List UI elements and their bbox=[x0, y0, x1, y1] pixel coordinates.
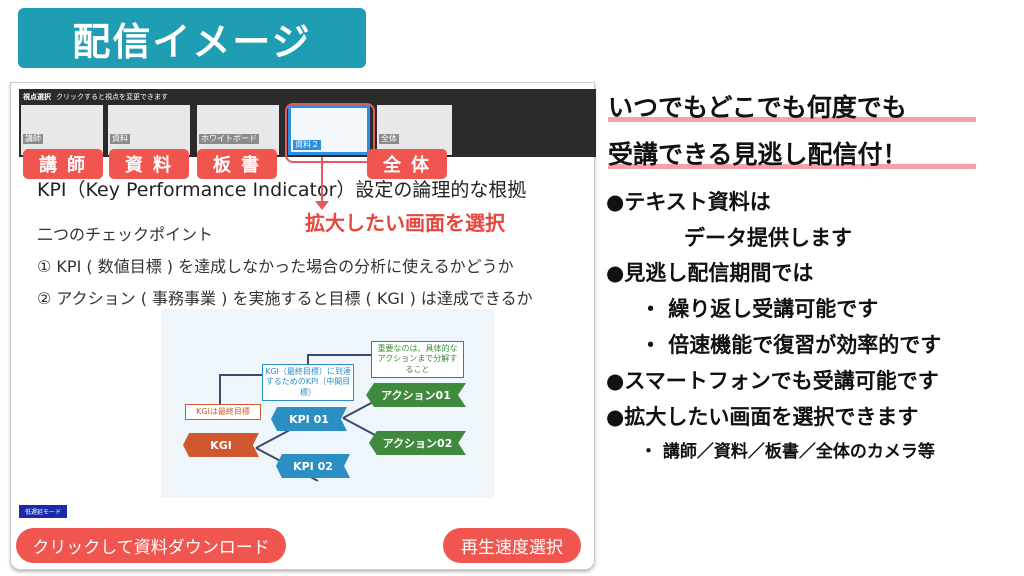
connector-line bbox=[307, 354, 387, 356]
tag-overall: 全体 bbox=[367, 149, 447, 179]
callout-arrow bbox=[321, 157, 323, 205]
page-banner: 配信イメージ bbox=[18, 8, 366, 68]
view-select-hint: クリックすると視点を変更できます bbox=[56, 93, 168, 101]
low-latency-mode-toggle[interactable]: 低遅延モード bbox=[19, 505, 68, 518]
headline-underline bbox=[608, 117, 976, 122]
checkpoint-2: ② アクション ( 事務事業 ) を実施すると目標 ( KGI ) は達成できる… bbox=[37, 289, 533, 308]
feature-item: ●スマートフォンでも受講可能です bbox=[606, 369, 939, 393]
download-materials-button[interactable]: クリックして資料ダウンロード bbox=[16, 528, 286, 563]
thumbnail-material-2[interactable]: 資料２ bbox=[288, 105, 370, 155]
view-select-label: 視点選択 bbox=[23, 93, 51, 101]
video-player: 視点選択クリックすると視点を変更できます 講師 資料 ホワイトボード 資料２ 全… bbox=[10, 82, 596, 570]
feature-item: ●テキスト資料は bbox=[606, 190, 771, 214]
checkpoint-heading: 二つのチェックポイント bbox=[37, 225, 214, 244]
kgi-box: KGI bbox=[183, 433, 259, 457]
feature-subitem: ・ 繰り返し受講可能です bbox=[640, 297, 879, 321]
action-note: 重要なのは、具体的なアクションまで分解すること bbox=[371, 341, 464, 379]
selection-highlight bbox=[285, 103, 375, 163]
connector-line bbox=[219, 374, 221, 404]
callout-arrowhead bbox=[315, 201, 329, 210]
action-01-box: アクション01 bbox=[366, 383, 466, 407]
feature-item: ●見逃し配信期間では bbox=[606, 261, 814, 285]
thumbnail-overall[interactable]: 全体 bbox=[377, 105, 452, 155]
view-select-bar: 視点選択クリックすると視点を変更できます 講師 資料 ホワイトボード 資料２ 全… bbox=[19, 89, 596, 163]
kpi-diagram: KGIは最終目標 KGI KGI（最終目標）に到達するためのKPI（中間目標） … bbox=[161, 309, 494, 498]
thumbnail-lecturer[interactable]: 講師 bbox=[21, 105, 103, 155]
tag-material: 資料 bbox=[109, 149, 189, 179]
headline-underline bbox=[608, 164, 976, 169]
thumbnail-label: 資料２ bbox=[293, 140, 321, 150]
slide-title: KPI（Key Performance Indicator）設定の論理的な根拠 bbox=[37, 179, 527, 201]
headline-line-1: いつでもどこでも何度でも bbox=[608, 93, 907, 122]
tag-board: 板書 bbox=[197, 149, 277, 179]
action-02-box: アクション02 bbox=[369, 431, 466, 455]
kpi-note: KGI（最終目標）に到達するためのKPI（中間目標） bbox=[262, 364, 354, 402]
kpi-02-box: KPI 02 bbox=[276, 454, 350, 478]
feature-subitem: ・ 倍速機能で復習が効率的です bbox=[640, 333, 942, 357]
thumbnail-label: 資料 bbox=[110, 134, 130, 144]
feature-item: ●拡大したい画面を選択できます bbox=[606, 405, 919, 429]
thumbnail-whiteboard[interactable]: ホワイトボード bbox=[197, 105, 279, 155]
tag-lecturer: 講師 bbox=[23, 149, 103, 179]
kpi-01-box: KPI 01 bbox=[271, 407, 347, 431]
feature-item: データ提供します bbox=[684, 226, 852, 250]
thumbnail-material[interactable]: 資料 bbox=[108, 105, 190, 155]
playback-speed-button[interactable]: 再生速度選択 bbox=[443, 528, 581, 563]
kgi-note: KGIは最終目標 bbox=[185, 404, 261, 421]
callout-text: 拡大したい画面を選択 bbox=[305, 211, 505, 235]
checkpoint-1: ① KPI ( 数値目標 ) を達成しなかった場合の分析に使えるかどうか bbox=[37, 257, 514, 276]
thumbnail-label: 講師 bbox=[23, 134, 43, 144]
feature-subitem: ・ 講師／資料／板書／全体のカメラ等 bbox=[640, 442, 935, 462]
thumbnail-label: ホワイトボード bbox=[199, 134, 259, 144]
thumbnail-label: 全体 bbox=[379, 134, 399, 144]
headline-line-2: 受講できる見逃し配信付！ bbox=[608, 140, 908, 169]
